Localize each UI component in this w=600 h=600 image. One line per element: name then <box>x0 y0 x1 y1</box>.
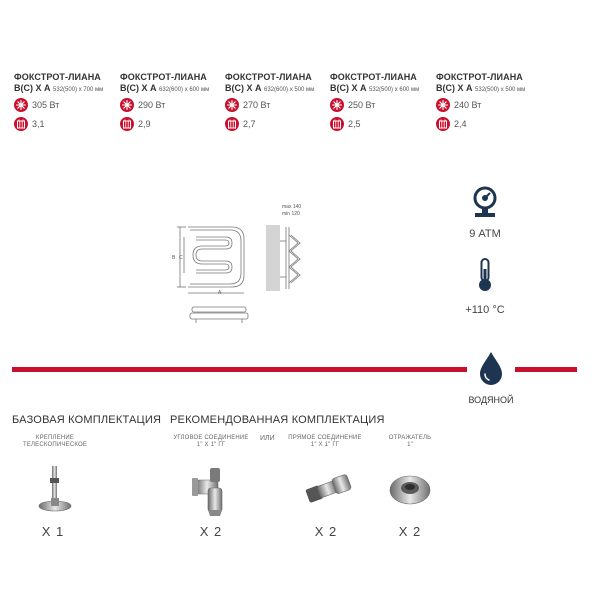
sections-spec: 2,5 <box>330 117 436 134</box>
model-code: В(С) Х А <box>330 83 367 93</box>
models-row: ФОКСТРОТ-ЛИАНА В(С) Х А 532(500) х 700 м… <box>14 72 594 136</box>
telescopic-mount-label: КРЕПЛЕНИЕ ТЕЛЕСКОПИЧЕСКОЕ <box>22 435 88 448</box>
power-value: 240 Вт <box>454 100 482 110</box>
sections-value: 2,4 <box>454 119 467 129</box>
model-card: ФОКСТРОТ-ЛИАНА В(С) Х А 632(600) х 500 м… <box>225 72 331 134</box>
straight-connector-image <box>305 474 352 503</box>
radiator-icon <box>436 117 450 131</box>
dimension-b-label: В <box>172 255 176 261</box>
model-title: ФОКСТРОТ-ЛИАНА <box>436 72 523 82</box>
water-drop-icon <box>480 352 502 385</box>
front-view-drawing <box>177 226 245 294</box>
model-code: В(С) Х А <box>120 83 157 93</box>
power-spec: 250 Вт <box>330 98 436 115</box>
model-code: В(С) Х А <box>436 83 473 93</box>
radiator-icon <box>330 117 344 131</box>
power-value: 290 Вт <box>138 100 166 110</box>
divider-line-right <box>515 367 577 372</box>
sections-spec: 2,7 <box>225 117 331 134</box>
power-value: 270 Вт <box>243 100 271 110</box>
or-label: ИЛИ <box>260 435 275 442</box>
divider-line-left <box>12 367 467 372</box>
model-dims: 532(500) х 700 мм <box>53 87 104 93</box>
temperature-spec: +110 °C <box>445 257 525 316</box>
heat-power-icon <box>120 98 134 112</box>
temperature-value: +110 °C <box>465 304 505 316</box>
straight-connector-qty: Х 2 <box>314 524 338 539</box>
model-title: ФОКСТРОТ-ЛИАНА <box>120 72 207 82</box>
base-kit-heading: БАЗОВАЯ КОМПЛЕКТАЦИЯ <box>12 414 162 426</box>
power-value: 250 Вт <box>348 100 376 110</box>
recommended-kit-heading: РЕКОМЕНДОВАННАЯ КОМПЛЕКТАЦИЯ <box>170 414 385 426</box>
model-dims: 632(600) х 600 мм <box>159 87 210 93</box>
model-code: В(С) Х А <box>14 83 51 93</box>
model-title: ФОКСТРОТ-ЛИАНА <box>14 72 101 82</box>
side-view-drawing <box>280 227 301 289</box>
pressure-gauge-icon <box>473 186 497 217</box>
heat-power-icon <box>436 98 450 112</box>
dimension-a-label: А <box>218 290 222 296</box>
radiator-icon <box>120 117 134 131</box>
heating-type-label: ВОДЯНОЙ <box>468 395 514 405</box>
pressure-value: 9 АТМ <box>469 228 501 240</box>
sections-spec: 2,9 <box>120 117 226 134</box>
model-card: ФОКСТРОТ-ЛИАНА В(С) Х А 632(600) х 600 м… <box>120 72 226 134</box>
straight-connector-label: ПРЯМОЕ СОЕДИНЕНИЕ 1" Х 1" ГГ <box>288 435 362 448</box>
model-dims: 532(500) х 600 мм <box>369 87 420 93</box>
model-card: ФОКСТРОТ-ЛИАНА В(С) Х А 532(500) х 700 м… <box>14 72 120 134</box>
angle-connector-label: УГЛОВОЕ СОЕДИНЕНИЕ 1" Х 1" ГГ <box>173 435 249 448</box>
model-dims: 532(500) х 500 мм <box>475 87 526 93</box>
power-spec: 290 Вт <box>120 98 226 115</box>
angle-connector-qty: Х 2 <box>199 524 223 539</box>
angle-connector-image <box>192 468 223 516</box>
model-card: ФОКСТРОТ-ЛИАНА В(С) Х А 532(500) х 500 м… <box>436 72 542 134</box>
min-distance-label: min 120 <box>282 211 300 217</box>
sections-spec: 2,4 <box>436 117 542 134</box>
telescopic-mount-image <box>38 466 72 512</box>
model-title: ФОКСТРОТ-ЛИАНА <box>330 72 417 82</box>
heat-power-icon <box>14 98 28 112</box>
sections-value: 3,1 <box>32 119 45 129</box>
reflector-qty: Х 2 <box>398 524 422 539</box>
reflector-image <box>389 475 431 505</box>
model-card: ФОКСТРОТ-ЛИАНА В(С) Х А 532(500) х 600 м… <box>330 72 436 134</box>
telescopic-mount-qty: Х 1 <box>41 524 65 539</box>
model-dims: 632(600) х 500 мм <box>264 87 315 93</box>
top-view-drawing <box>189 306 249 323</box>
heat-power-icon <box>330 98 344 112</box>
technical-drawings: В С А max 140 min 120 <box>170 195 320 330</box>
model-code: В(С) Х А <box>225 83 262 93</box>
wall-panel <box>266 225 280 291</box>
power-spec: 305 Вт <box>14 98 120 115</box>
radiator-icon <box>225 117 239 131</box>
sections-value: 2,9 <box>138 119 151 129</box>
sections-value: 2,7 <box>243 119 256 129</box>
heat-power-icon <box>225 98 239 112</box>
thermometer-icon <box>479 258 491 291</box>
pressure-spec: 9 АТМ <box>445 185 525 240</box>
power-spec: 270 Вт <box>225 98 331 115</box>
power-spec: 240 Вт <box>436 98 542 115</box>
radiator-icon <box>14 117 28 131</box>
model-title: ФОКСТРОТ-ЛИАНА <box>225 72 312 82</box>
max-distance-label: max 140 <box>282 204 302 210</box>
reflector-label: ОТРАЖАТЕЛЬ 1" <box>388 435 432 448</box>
dimension-c-label: С <box>179 255 183 261</box>
sections-spec: 3,1 <box>14 117 120 134</box>
sections-value: 2,5 <box>348 119 361 129</box>
power-value: 305 Вт <box>32 100 60 110</box>
